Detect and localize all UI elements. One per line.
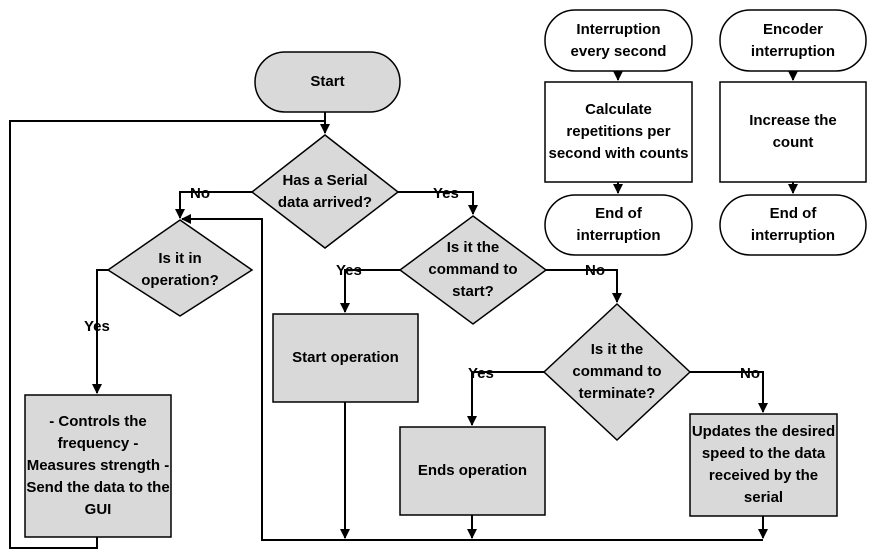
terminate-no-label: No [740, 365, 760, 382]
start-no-label: No [585, 262, 605, 279]
command-start-decision [398, 215, 548, 325]
start-label: Start [310, 73, 345, 90]
in-operation-label: Is it in operation? [141, 250, 219, 289]
encoder-interruption-label: Encoder interruption [750, 20, 836, 60]
serial-yes-label: Yes [433, 185, 459, 202]
command-terminate-label: Is it the command to terminate? [572, 341, 662, 402]
terminate-yes-label: Yes [468, 365, 494, 382]
command-terminate-decision [542, 302, 692, 442]
start-terminal [254, 51, 401, 113]
serial-arrived-decision [250, 134, 400, 249]
calculate-repetitions-label: Calculate repetitions per second with co… [548, 101, 689, 162]
loop-controls-to-start [9, 120, 325, 549]
ends-operation-process [399, 426, 546, 516]
updates-speed-process [689, 413, 838, 517]
serial-arrived-label: Has a Serial data arrived? [277, 172, 373, 211]
arrow-serial-no [175, 191, 252, 219]
operation-yes-label: Yes [84, 318, 110, 335]
interruption-every-second-label: Interruption every second [570, 20, 667, 60]
arrow-operation-yes [92, 269, 108, 394]
ends-operation-label: Ends operation [417, 462, 528, 479]
end-of-interruption-terminal-2 [719, 194, 867, 256]
calculate-repetitions-process [544, 81, 693, 183]
controls-label: - Controls the frequency - Measures stre… [26, 413, 170, 518]
loop-bus-return [181, 214, 763, 541]
end-of-interruption-label-1: End of interruption [576, 205, 661, 244]
start-operation-label: Start operation [292, 349, 399, 366]
arrow-serial-yes [398, 191, 478, 215]
arrow-start-no [546, 269, 622, 303]
controls-process [24, 394, 172, 538]
in-operation-decision [106, 219, 254, 317]
updates-speed-label: Updates the desired speed to the data re… [691, 423, 836, 506]
arrow-start-yes [340, 269, 400, 313]
end-of-interruption-label-2: End of interruption [750, 205, 836, 244]
end-of-interruption-terminal-1 [544, 194, 693, 256]
arrow-terminate-no [690, 371, 768, 413]
command-start-label: Is it the command to start? [428, 239, 518, 300]
increase-count-process [719, 81, 867, 183]
increase-count-label: Increase the count [749, 112, 837, 151]
start-yes-label: Yes [336, 262, 362, 279]
serial-no-label: No [190, 185, 210, 202]
arrow-terminate-yes [467, 371, 544, 426]
